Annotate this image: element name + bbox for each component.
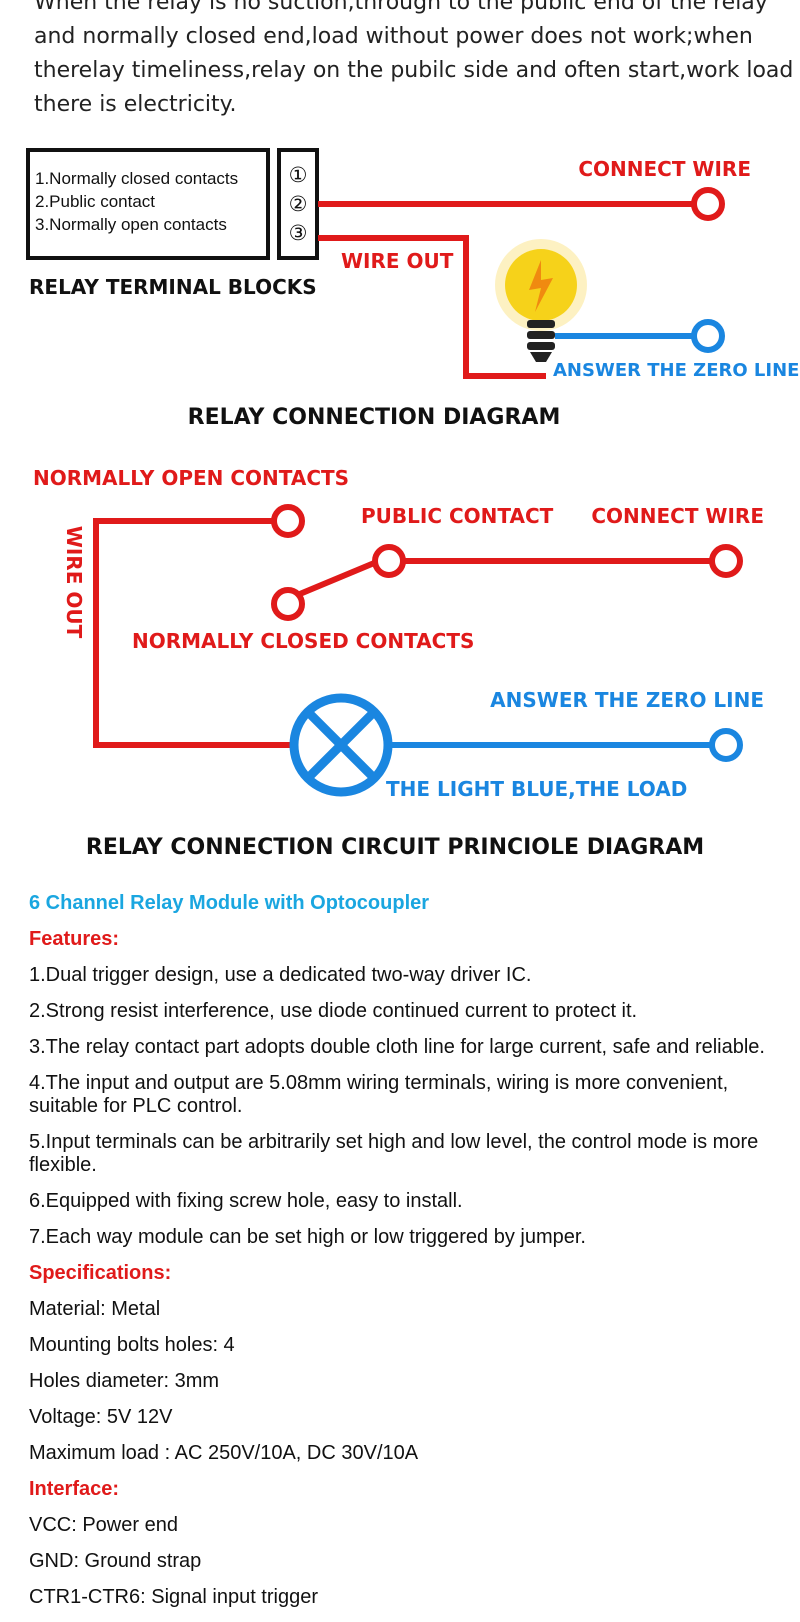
spec-item: Maximum load : AC 250V/10A, DC 30V/10A: [29, 1442, 419, 1464]
spec-item: Material: Metal: [29, 1298, 161, 1320]
normally-closed-terminal: [271, 587, 305, 621]
zero-line-label-2: ANSWER THE ZERO LINE: [490, 688, 764, 712]
light-bulb-icon: [495, 239, 587, 362]
intro-line-1: When the relay is no suction,through to …: [34, 0, 768, 15]
zero-line-terminal: [691, 319, 725, 353]
public-contact-terminal: [372, 544, 406, 578]
connect-wire-terminal-2: [709, 544, 743, 578]
circuit-diagram-title: RELAY CONNECTION CIRCUIT PRINCIOLE DIAGR…: [86, 835, 704, 860]
feature-item: 3.The relay contact part adopts double c…: [29, 1036, 765, 1058]
connect-wire-label: CONNECT WIRE: [578, 157, 751, 181]
interface-item: GND: Ground strap: [29, 1550, 202, 1572]
intro-line-4: there is electricity.: [34, 92, 237, 117]
terminal-number-2: ②: [289, 192, 308, 216]
features-heading: Features:: [29, 928, 120, 950]
terminal-number-box: [277, 148, 319, 260]
normally-open-label: NORMALLY OPEN CONTACTS: [33, 466, 349, 490]
interface-item: CTR1-CTR6: Signal input trigger: [29, 1586, 318, 1608]
normally-closed-label: NORMALLY CLOSED CONTACTS: [132, 629, 474, 653]
relay-connection-diagram-title: RELAY CONNECTION DIAGRAM: [188, 405, 561, 430]
wire-out-line: [318, 235, 546, 379]
terminal-legend-box: [26, 148, 270, 260]
spec-item: Mounting bolts holes: 4: [29, 1334, 235, 1356]
feature-item: 2.Strong resist interference, use diode …: [29, 1000, 638, 1022]
terminal-2-label: 2.Public contact: [35, 192, 155, 211]
wire-out-vertical-label: WIRE OUT: [62, 526, 86, 639]
connect-wire-label-2: CONNECT WIRE: [591, 504, 764, 528]
zero-line-terminal-2: [709, 728, 743, 762]
spec-item: Holes diameter: 3mm: [29, 1370, 220, 1392]
terminal-number-1: ①: [289, 163, 308, 187]
product-description: 6 Channel Relay Module with Optocoupler …: [29, 892, 769, 1622]
terminal-number-3: ③: [289, 221, 308, 245]
zero-line-label: ANSWER THE ZERO LINE: [553, 360, 799, 381]
terminal-3-label: 3.Normally open contacts: [35, 215, 227, 234]
spec-item: Voltage: 5V 12V: [29, 1406, 173, 1428]
relay-connection-diagram: 1.Normally closed contacts 2.Public cont…: [26, 148, 799, 430]
wire-out-label: WIRE OUT: [341, 249, 454, 273]
intro-line-2: and normally closed end,load without pow…: [34, 24, 753, 49]
relay-terminal-blocks-label: RELAY TERMINAL BLOCKS: [29, 275, 317, 299]
interface-item: VCC: Power end: [29, 1514, 178, 1536]
interface-heading: Interface:: [29, 1478, 120, 1500]
normally-open-terminal: [271, 504, 305, 538]
load-label: THE LIGHT BLUE,THE LOAD: [386, 777, 687, 801]
intro-line-3: therelay timeliness,relay on the pubilc …: [34, 58, 794, 83]
product-title: 6 Channel Relay Module with Optocoupler: [29, 892, 430, 914]
public-contact-label: PUBLIC CONTACT: [361, 504, 554, 528]
feature-item: 5.Input terminals can be arbitrarily set…: [29, 1131, 759, 1176]
intro-paragraph: When the relay is no suction,through to …: [34, 0, 794, 122]
feature-item: 1.Dual trigger design, use a dedicated t…: [29, 964, 532, 986]
terminal-1-label: 1.Normally closed contacts: [35, 169, 238, 188]
feature-item: 6.Equipped with fixing screw hole, easy …: [29, 1190, 463, 1212]
feature-item: 4.The input and output are 5.08mm wiring…: [29, 1072, 729, 1117]
connect-wire-terminal: [691, 187, 725, 221]
feature-item: 7.Each way module can be set high or low…: [29, 1226, 586, 1248]
specifications-heading: Specifications:: [29, 1262, 172, 1284]
wire-out-loop: [93, 518, 292, 748]
lamp-load-icon: [289, 693, 393, 797]
circuit-principle-diagram: NORMALLY OPEN CONTACTS PUBLIC CONTACT CO…: [33, 466, 764, 860]
